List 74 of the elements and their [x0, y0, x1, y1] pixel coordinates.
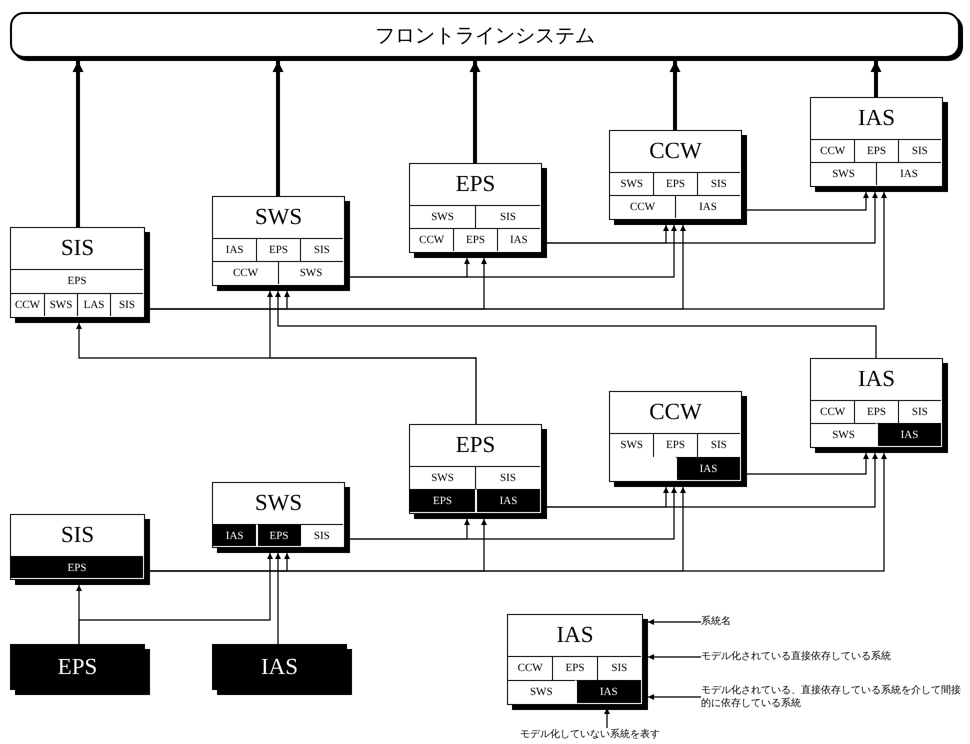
dependency-cell: SIS	[300, 524, 343, 546]
arrow	[670, 61, 680, 130]
arrow	[150, 192, 887, 310]
arrow	[470, 61, 480, 163]
dependency-cell: IAS	[876, 423, 941, 446]
annotation-text: モデル化されている直接依存している系統	[701, 650, 961, 663]
dependency-cell: SIS	[696, 172, 740, 195]
dependency-cell: SIS	[696, 433, 740, 456]
system-name: IAS	[556, 621, 594, 649]
annotation-text: 系統名	[701, 615, 801, 628]
dependency-cell: IAS	[496, 228, 540, 251]
system-name: SIS	[60, 521, 94, 549]
dependency-cell: IAS	[574, 680, 641, 703]
dependency-cell: IAS	[213, 238, 256, 261]
dependency-cell: CCW	[410, 228, 454, 251]
dependency-cell: SWS	[610, 172, 654, 195]
dependency-cell: EPS	[11, 556, 143, 578]
dependency-cell: LAS	[77, 292, 110, 316]
dependency-cell: SIS	[475, 466, 540, 489]
dependency-cell: EPS	[256, 524, 300, 546]
arrow	[747, 192, 869, 211]
dependency-cell: SIS	[475, 205, 540, 228]
dependency-cell: EPS	[552, 656, 597, 680]
dependency-cell: SIS	[898, 400, 941, 423]
leader-line	[648, 654, 701, 660]
system-name: IAS	[260, 653, 298, 681]
arrow	[267, 291, 477, 424]
dependency-cell: EPS	[854, 139, 898, 162]
dependency-cell: IAS	[675, 195, 740, 218]
system-band: フロントラインシステム	[10, 12, 960, 58]
leader-line	[648, 619, 701, 625]
dependency-cell: SWS	[278, 261, 343, 284]
arrow	[272, 61, 284, 196]
system-name: CCW	[649, 398, 702, 426]
dependency-cell: EPS	[653, 172, 697, 195]
dependency-cell: EPS	[410, 489, 475, 512]
arrow	[350, 487, 677, 540]
dependency-cell: EPS	[256, 238, 300, 261]
system-name: IAS	[858, 104, 896, 132]
system-name: EPS	[456, 170, 496, 198]
arrow	[78, 553, 273, 644]
dependency-cell: SIS	[300, 238, 343, 261]
dependency-cell: CCW	[811, 139, 854, 162]
system-name: EPS	[58, 653, 98, 681]
dependency-cell: SIS	[110, 292, 143, 316]
dependency-cell: IAS	[475, 489, 540, 512]
system-name: IAS	[858, 365, 896, 393]
dependency-cell: CCW	[508, 656, 552, 680]
arrow	[150, 453, 887, 572]
system-name: CCW	[649, 137, 702, 165]
dependency-cell: SWS	[44, 292, 77, 316]
dependency-cell: EPS	[653, 433, 697, 456]
dependency-cell: CCW	[811, 400, 854, 423]
dependency-cell: IAS	[675, 456, 740, 480]
leader-line	[648, 694, 701, 700]
leader-line	[604, 708, 610, 728]
system-name: EPS	[456, 431, 496, 459]
dependency-cell: EPS	[453, 228, 497, 251]
arrow	[275, 553, 281, 644]
dependency-cell: EPS	[854, 400, 898, 423]
annotation-text: モデル化されている、直接依存している系統を介して間接的に依存している系統	[701, 684, 963, 710]
dependency-cell: SIS	[898, 139, 941, 162]
arrow	[275, 291, 877, 358]
dependency-cell: SIS	[596, 656, 641, 680]
dependency-cell: SWS	[610, 433, 654, 456]
system-name: SWS	[254, 203, 302, 231]
arrow	[870, 61, 882, 97]
dependency-cell: IAS	[213, 524, 256, 546]
arrow	[72, 61, 84, 227]
system-name: SIS	[60, 234, 94, 262]
dependency-cell: IAS	[876, 162, 941, 185]
annotation-text: モデル化していない系統を表す	[520, 728, 700, 741]
arrow	[350, 225, 677, 278]
system-name: SWS	[254, 489, 302, 517]
